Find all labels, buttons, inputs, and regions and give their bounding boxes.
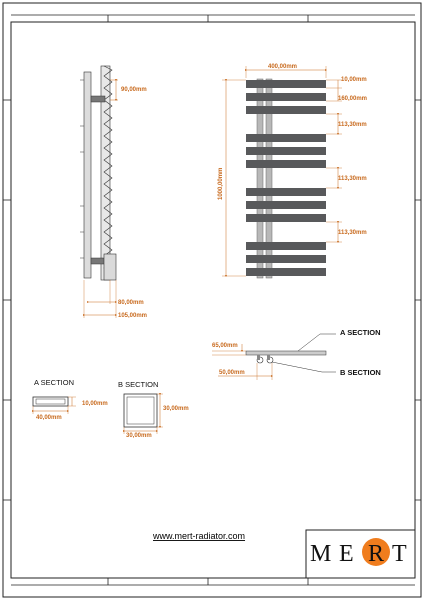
- logo-letter-t: T: [392, 541, 407, 567]
- website-link[interactable]: www.mert-radiator.com: [152, 531, 245, 541]
- dim-side-depth-1: 80,00mm: [118, 300, 144, 306]
- dim-section-a-width: 40,00mm: [36, 415, 62, 421]
- dim-section-a-height: 10,00mm: [82, 401, 108, 407]
- a-section-detail: [32, 396, 76, 414]
- dim-group-gap-3: 113,30mm: [338, 230, 367, 236]
- logo-circle: [362, 538, 390, 566]
- dim-side-top-offset: 90,00mm: [121, 87, 147, 93]
- a-section-callout: A SECTION: [340, 328, 381, 337]
- dim-section-b-height: 30,00mm: [163, 406, 189, 412]
- mert-logo: [305, 529, 416, 579]
- dim-bar-gap: 160,00mm: [338, 96, 367, 102]
- b-section-detail: [123, 393, 163, 434]
- b-section-title: B SECTION: [118, 380, 158, 389]
- top-view: [212, 333, 336, 380]
- side-view: [80, 65, 118, 318]
- dim-height: 1000,00mm: [218, 168, 224, 200]
- dim-group-gap-2: 113,30mm: [338, 176, 367, 182]
- dim-width-top: 400,00mm: [268, 64, 297, 70]
- front-view: [222, 66, 342, 279]
- b-section-callout: B SECTION: [340, 368, 381, 377]
- dim-top-view-gap: 50,00mm: [219, 370, 245, 376]
- logo-letter-e: E: [339, 541, 354, 567]
- dim-group-gap-1: 113,30mm: [338, 122, 367, 128]
- dim-bar-thickness: 10,00mm: [341, 77, 367, 83]
- dim-top-view-depth: 65,00mm: [212, 343, 238, 349]
- dim-side-depth-2: 105,00mm: [118, 313, 147, 319]
- dim-section-b-width: 30,00mm: [126, 433, 152, 439]
- logo-letter-m: M: [310, 541, 331, 567]
- logo-letter-r: R: [368, 541, 384, 567]
- a-section-title: A SECTION: [34, 378, 74, 387]
